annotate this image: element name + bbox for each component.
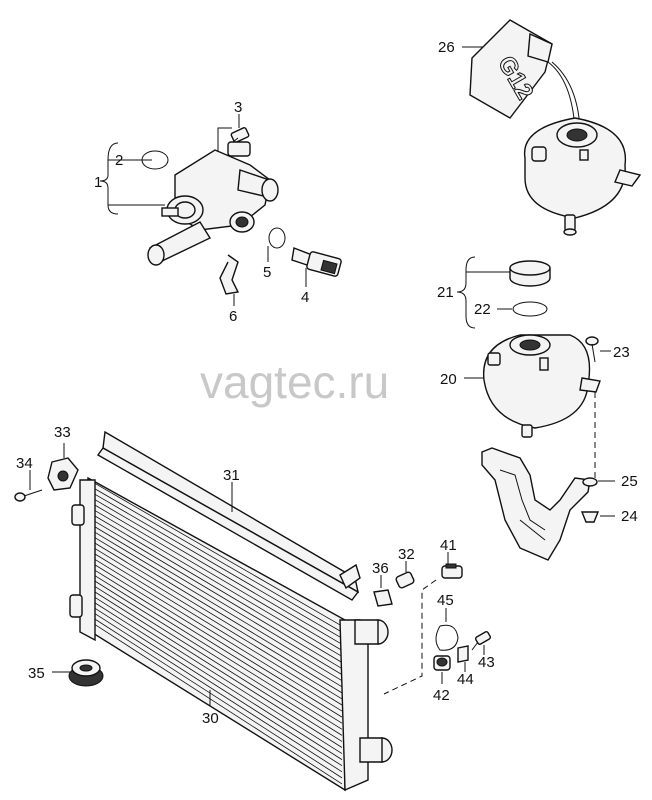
callout-22: 22 [474,301,491,318]
callout-4: 4 [301,289,309,306]
cap-group [456,256,551,329]
sensor-41 [441,563,463,579]
radiator-fin-line [94,499,343,645]
radiator-fin-line [94,521,343,669]
callout-5: 5 [263,264,271,281]
radiator-fin-line [94,515,343,663]
callout-20: 20 [440,371,457,388]
radiator-fin-line [94,483,343,627]
callout-33: 33 [54,424,71,441]
bracket-1 [99,142,119,215]
radiator-fin-line [94,531,343,682]
rubber-mount-35 [68,659,104,687]
sensor-42 [433,655,451,671]
callout-31: 31 [223,467,240,484]
temperature-sensor-4 [291,247,342,277]
screw-23 [585,336,599,363]
seal-45 [435,624,459,651]
callout-42: 42 [433,687,450,704]
callout-25: 25 [621,473,638,490]
thermostat-housing [147,141,279,266]
radiator-fin-line [94,537,343,688]
callout-3: 3 [234,99,242,116]
bolt-43 [471,631,492,651]
radiator-fin-line [94,504,343,651]
callout-1: 1 [94,174,102,191]
clip-24 [580,511,600,523]
radiator-fin-line [94,488,343,633]
callout-36: 36 [372,560,389,577]
callout-41: 41 [440,537,457,554]
radiator-fin-line [94,597,343,754]
plug-32 [395,571,415,589]
mount-33 [47,457,79,491]
radiator-30 [69,476,393,792]
radiator-fin-line [94,548,343,700]
radiator-fin-line [94,624,343,785]
screw-34 [14,489,43,502]
radiator-fin-line [94,510,343,657]
o-ring-5 [268,227,286,249]
radiator-fins [94,483,343,785]
callout-21: 21 [437,284,454,301]
radiator-top-cover-31 [96,430,361,601]
thermostat-housing-group [99,114,342,306]
expansion-tank-upper [523,117,642,236]
radiator-fin-line [94,607,343,767]
callout-2: 2 [115,152,123,169]
callout-43: 43 [478,654,495,671]
radiator-fin-line [94,569,343,724]
clip-44 [457,645,469,663]
radiator-fin-line [94,564,343,718]
callout-44: 44 [457,671,474,688]
radiator-fin-line [94,580,343,736]
clip-36 [373,589,393,607]
radiator-fin-line [94,553,343,706]
radiator-fin-line [94,542,343,694]
callout-26: 26 [438,39,455,56]
bracket-21 [456,256,476,329]
callout-32: 32 [398,546,415,563]
callout-6: 6 [229,308,237,325]
radiator-fin-line [94,493,343,639]
callout-30: 30 [202,710,219,727]
watermark: vagtec.ru [200,356,389,408]
callout-23: 23 [613,344,630,361]
dash-41-42 [383,579,437,695]
filler-cap [509,260,551,287]
radiator-fin-line [94,618,343,779]
coolant-bottle-26: G12 [462,19,581,131]
seal-22 [512,301,548,317]
grommet-25 [582,477,598,487]
expansion-tank-20 [464,334,601,438]
bracket-25 [481,447,591,561]
radiator-fin-line [94,591,343,748]
callout-35: 35 [28,665,45,682]
callout-34: 34 [16,455,33,472]
clip-6 [219,254,240,295]
radiator-fin-line [94,586,343,742]
radiator-fin-line [94,602,343,760]
callout-45: 45 [437,592,454,609]
radiator-fin-line [94,613,343,773]
callout-24: 24 [621,508,638,525]
radiator-fin-line [94,559,343,712]
radiator-fin-line [94,575,343,730]
radiator-fin-line [94,526,343,675]
